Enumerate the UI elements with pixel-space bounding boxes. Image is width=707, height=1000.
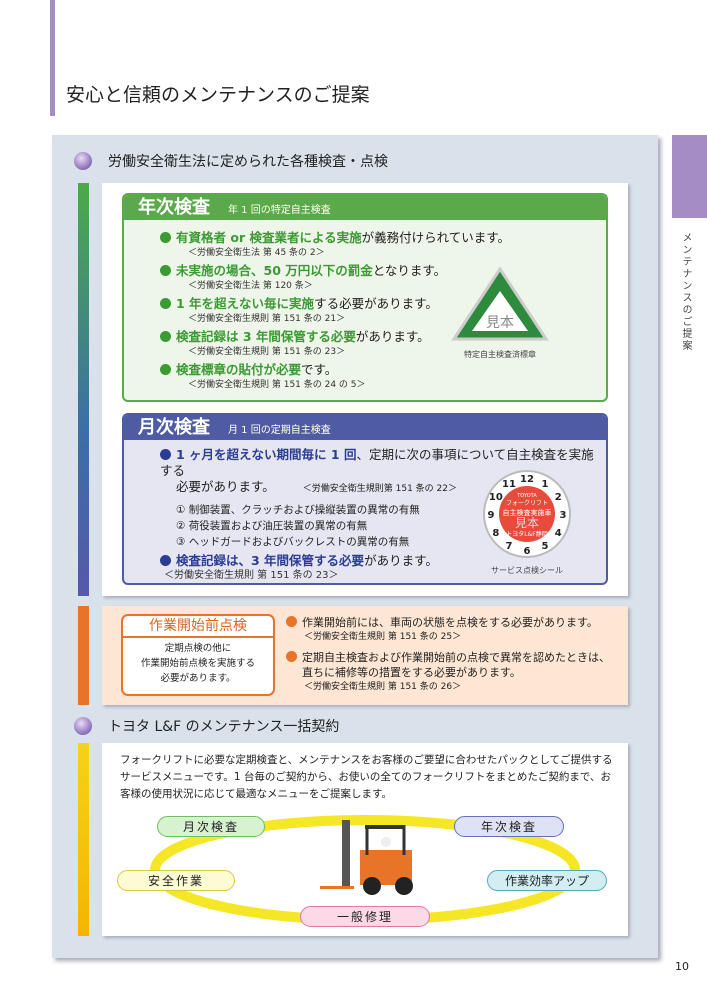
annual-item-highlight: 検査記録は 3 年間保管する必要 (176, 329, 356, 344)
label-safety: 安全作業 (117, 870, 235, 891)
side-tab (672, 135, 707, 218)
prework-title: 作業開始前点検 (123, 616, 273, 638)
bullet-icon (160, 449, 171, 460)
prework-item-cont: 直ちに補修等の措置をする必要があります。 (302, 666, 521, 679)
label-monthly: 月次検査 (157, 816, 265, 837)
seal-dealer: トヨタL&F静岡 (506, 530, 547, 538)
section1-bar (78, 183, 89, 596)
monthly-item2-text: があります。 (364, 553, 438, 568)
monthly-subtitle: 月 1 回の定期自主検査 (228, 425, 331, 436)
annual-item-ref: ＜労働安全衛生規則 第 151 条の 23＞ (188, 347, 346, 357)
seal-month-number: 7 (506, 541, 513, 552)
check-item: ① 制御装置、クラッチおよび操縦装置の異常の有無 (176, 504, 420, 516)
seal-month-number: 6 (524, 546, 531, 557)
monthly-item1-highlight: 1 ヶ月を超えない期間毎に 1 回 (176, 447, 357, 462)
section1-heading: 労働安全衛生法に定められた各種検査・点検 (108, 154, 388, 170)
annual-item-ref: ＜労働安全衛生規則 第 151 条の 24 の 5＞ (188, 380, 366, 390)
seal-month-number: 10 (489, 492, 503, 503)
seal-month-number: 8 (492, 528, 499, 539)
annual-item: 1 年を超えない毎に実施する必要があります。 (160, 296, 606, 312)
seal-month-number: 5 (542, 541, 549, 552)
badge-mark: 見本 (486, 315, 514, 331)
bullet-icon (160, 555, 171, 566)
monthly-item1-text: 、定期に次の事項について自主検査を実施する (160, 447, 594, 478)
bullet-orb-icon (74, 152, 92, 170)
seal-label: 自主検査実施車 (503, 508, 552, 517)
annual-item-ref: ＜労働安全衛生法 第 120 条＞ (188, 281, 313, 291)
side-tab-label: メンテナンスのご提案 (680, 232, 691, 352)
badge-caption: 特定自主検査済標章 (464, 350, 536, 359)
page-number: 10 (675, 960, 689, 973)
annual-item-highlight: 未実施の場合、50 万円以下の罰金 (176, 263, 373, 278)
annual-inspection-box: 年次検査 年 1 回の特定自主検査 有資格者 or 検査業者による実施が義務付け… (122, 193, 608, 402)
seal-month-number: 2 (555, 492, 562, 503)
prework-box: 作業開始前点検 定期点検の他に 作業開始前点検を実施する 必要があります。 (121, 614, 275, 696)
bullet-icon (286, 651, 297, 662)
seal-month-number: 1 (542, 479, 549, 490)
seal-month-number: 12 (520, 474, 534, 485)
seal-top: TOYOTA (516, 493, 537, 499)
triangle-badge-icon: 見本 (451, 266, 549, 341)
check-item: ② 荷役装置および油圧装置の異常の有無 (176, 520, 368, 532)
seal-month-number: 4 (555, 528, 562, 539)
annual-item-ref: ＜労働安全衛生法 第 45 条の 2＞ (188, 248, 325, 258)
prework-desc: 必要があります。 (160, 673, 236, 684)
seal-mark: 見本 (515, 516, 539, 530)
title-accent-bar (50, 0, 55, 116)
bullet-icon (160, 331, 171, 342)
annual-item: 検査記録は 3 年間保管する必要があります。 (160, 329, 606, 345)
section2-heading: トヨタ L&F のメンテナンス一括契約 (108, 719, 340, 735)
seal-month-number: 9 (488, 510, 495, 521)
annual-item: 有資格者 or 検査業者による実施が義務付けられています。 (160, 230, 606, 246)
monthly-title: 月次検査 (138, 417, 210, 438)
service-seal-icon: TOYOTA フォークリフト 自主検査実施車 見本 トヨタL&F静岡 12 3 45… (483, 470, 571, 558)
annual-item-text: です。 (301, 362, 338, 377)
annual-item-text: があります。 (355, 329, 430, 344)
bullet-orb-icon (74, 717, 92, 735)
label-efficiency: 作業効率アップ (487, 870, 607, 891)
annual-item: 検査標章の貼付が必要です。 (160, 362, 606, 378)
monthly-item2-ref: ＜労働安全衛生規則 第 151 条の 23＞ (164, 570, 339, 581)
bullet-icon (160, 232, 171, 243)
check-item: ③ ヘッドガードおよびバックレストの異常の有無 (176, 536, 410, 548)
forklift-icon (320, 820, 413, 895)
prework-item: 定期自主検査および作業開始前の点検で異常を認めたときは、 (302, 651, 610, 664)
annual-item-highlight: 1 年を超えない毎に実施 (176, 296, 315, 311)
bullet-icon (160, 364, 171, 375)
annual-item: 未実施の場合、50 万円以下の罰金となります。 (160, 263, 606, 279)
annual-subtitle: 年 1 回の特定自主検査 (228, 205, 331, 216)
prework-ref: ＜労働安全衛生規則 第 151 条の 25＞ (304, 632, 462, 642)
bullet-icon (160, 265, 171, 276)
prework-bar (78, 606, 89, 705)
annual-item-highlight: 有資格者 or 検査業者による実施 (176, 230, 362, 245)
monthly-item1-ref: ＜労働安全衛生規則第 151 条の 22＞ (302, 484, 457, 494)
seal-brand: フォークリフト (506, 500, 548, 507)
seal-month-number: 3 (560, 510, 567, 521)
annual-title: 年次検査 (138, 197, 210, 218)
seal-month-number: 11 (502, 479, 516, 490)
page-title: 安心と信頼のメンテナンスのご提案 (66, 84, 370, 106)
prework-desc: 定期点検の他に (164, 643, 232, 654)
annual-item-text: が義務付けられています。 (361, 230, 510, 245)
prework-items: 作業開始前には、車両の状態を点検をする必要があります。 ＜労働安全衛生規則 第 … (286, 615, 610, 695)
label-repair: 一般修理 (300, 906, 430, 927)
annual-item-text: する必要があります。 (314, 296, 438, 311)
prework-desc: 作業開始前点検を実施する (140, 658, 255, 669)
monthly-item1-text2: 必要があります。 (176, 479, 275, 494)
inspection-badge: 見本 特定自主検査済標章 (450, 265, 550, 360)
prework-item: 作業開始前には、車両の状態を点検をする必要があります。 (302, 616, 598, 629)
bullet-icon (160, 298, 171, 309)
label-annual: 年次検査 (454, 816, 564, 837)
bullet-icon (286, 616, 297, 627)
prework-ref: ＜労働安全衛生規則 第 151 条の 26＞ (304, 682, 462, 692)
monthly-inspection-box: 月次検査 月 1 回の定期自主検査 1 ヶ月を超えない期間毎に 1 回、定期に次… (122, 413, 608, 585)
monthly-item2-highlight: 検査記録は、3 年間保管する必要 (176, 553, 365, 568)
annual-item-text: となります。 (372, 263, 447, 278)
annual-item-ref: ＜労働安全衛生規則 第 151 条の 21＞ (188, 314, 346, 324)
section2-body: フォークリフトに必要な定期検査と、メンテナンスをお客様のご要望に合わせたパックと… (120, 754, 613, 800)
seal-caption: サービス点検シール (491, 566, 563, 575)
annual-item-highlight: 検査標章の貼付が必要 (176, 362, 302, 377)
section2-bar (78, 743, 89, 936)
